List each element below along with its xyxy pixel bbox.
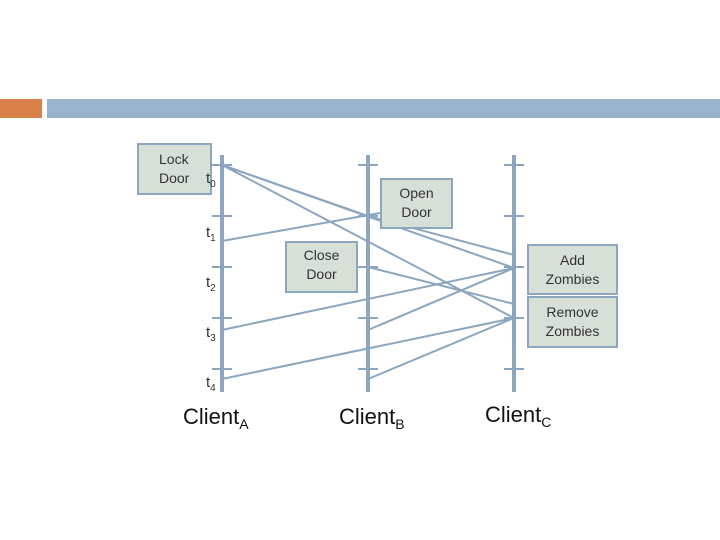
event-add-zombies: Add Zombies	[527, 244, 618, 295]
event-close-door: Close Door	[285, 241, 358, 293]
message-a-t1-to-b-open	[221, 212, 381, 242]
time-label-t0: t0	[206, 170, 216, 190]
event-open-door: Open Door	[380, 178, 453, 229]
time-label-t3: t3	[206, 324, 216, 344]
client-label-b: ClientB	[339, 404, 405, 432]
client-label-c: ClientC	[485, 402, 552, 430]
message-b-t3-to-c	[367, 267, 515, 331]
time-label-t2: t2	[206, 274, 216, 294]
client-label-a: ClientA	[183, 404, 249, 432]
message-b-t2-to-c-remove	[367, 266, 515, 305]
header-bar	[47, 99, 720, 118]
header-accent-bar	[0, 99, 42, 118]
event-remove-zombies: Remove Zombies	[527, 296, 618, 348]
time-label-t4: t4	[206, 374, 216, 394]
message-b-t4-to-c	[367, 317, 515, 380]
message-a-t0-to-b	[221, 164, 369, 217]
time-label-t1: t1	[206, 224, 216, 244]
event-lock-door: Lock Door	[137, 143, 212, 195]
